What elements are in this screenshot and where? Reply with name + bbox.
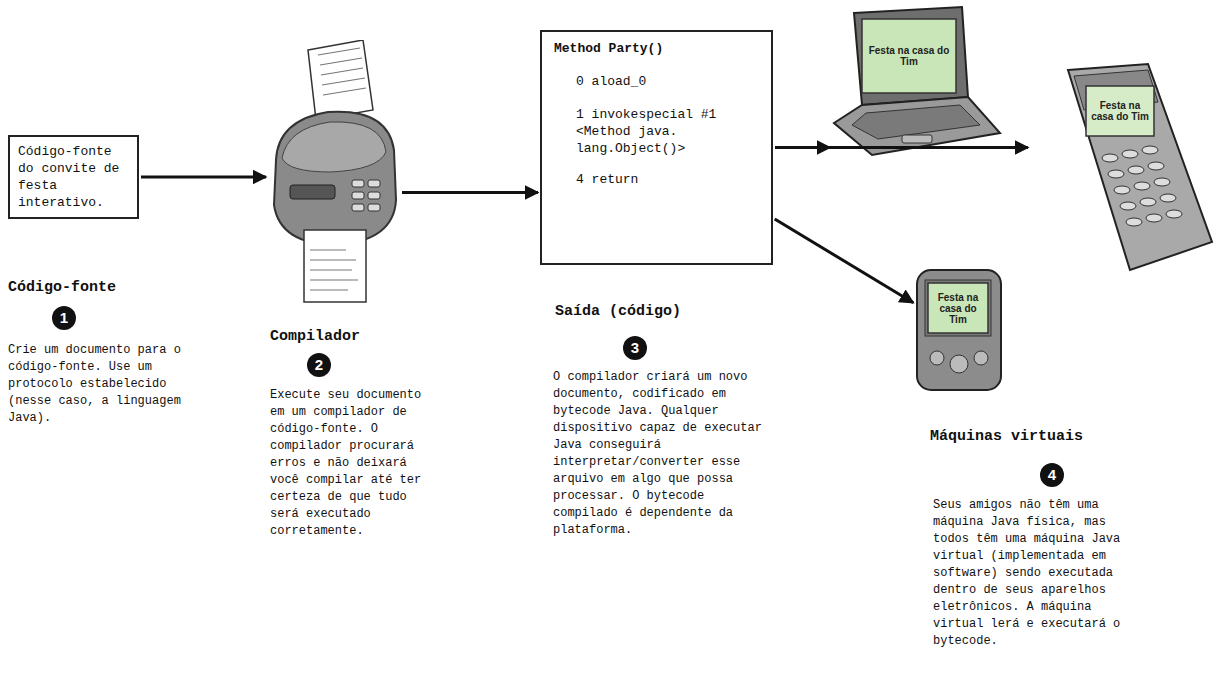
step-heading: Saída (código) (555, 303, 681, 320)
pda-node: Festa na casa do Tim (915, 268, 1003, 393)
step-description: Crie um documento para o código-fonte. U… (8, 342, 198, 427)
laptop-illustration (832, 5, 1002, 160)
bytecode-box: Method Party() 0 aload_0 1 invokespecial #… (540, 30, 773, 265)
bytecode-line: 4 return (576, 171, 759, 188)
callout-number: 4 (1040, 463, 1064, 487)
compiler-node: Compilador (268, 40, 400, 345)
step-heading: Código-fonte (8, 279, 116, 296)
callout-number: 1 (52, 306, 76, 330)
laptop-node: Festa na casa do Tim (832, 5, 1002, 160)
phone-illustration (1030, 62, 1215, 272)
flow-arrow (775, 146, 1028, 149)
screen-text: Festa na casa do Tim (930, 292, 986, 325)
phone-node: Festa na casa do Tim (1030, 62, 1215, 272)
box-text: Código-fonte do convite de festa interat… (18, 143, 129, 211)
bytecode-line: 0 aload_0 (576, 73, 759, 90)
step-description: Seus amigos não têm uma máquina Java fís… (933, 497, 1133, 650)
flow-arrow (775, 219, 914, 303)
callout-number: 3 (623, 336, 647, 360)
flow-arrow (141, 176, 266, 179)
step-description: O compilador criará um novo documento, c… (553, 369, 768, 539)
step-heading: Compilador (270, 328, 360, 345)
step-heading: Máquinas virtuais (930, 428, 1083, 445)
screen-text: Festa na casa do Tim (1088, 100, 1152, 122)
screen-text: Festa na casa do Tim (862, 45, 956, 67)
step-description: Execute seu documento em um compilador d… (270, 387, 422, 540)
bytecode-line: 1 invokespecial #1 <Method java. lang.Ob… (576, 106, 759, 157)
compiler-illustration (268, 40, 400, 310)
pda-illustration (915, 268, 1003, 393)
method-name: Method Party() (554, 40, 759, 57)
flow-arrow (402, 191, 538, 194)
source-box: Código-fonte do convite de festa interat… (8, 135, 139, 219)
callout-number: 2 (307, 353, 331, 377)
